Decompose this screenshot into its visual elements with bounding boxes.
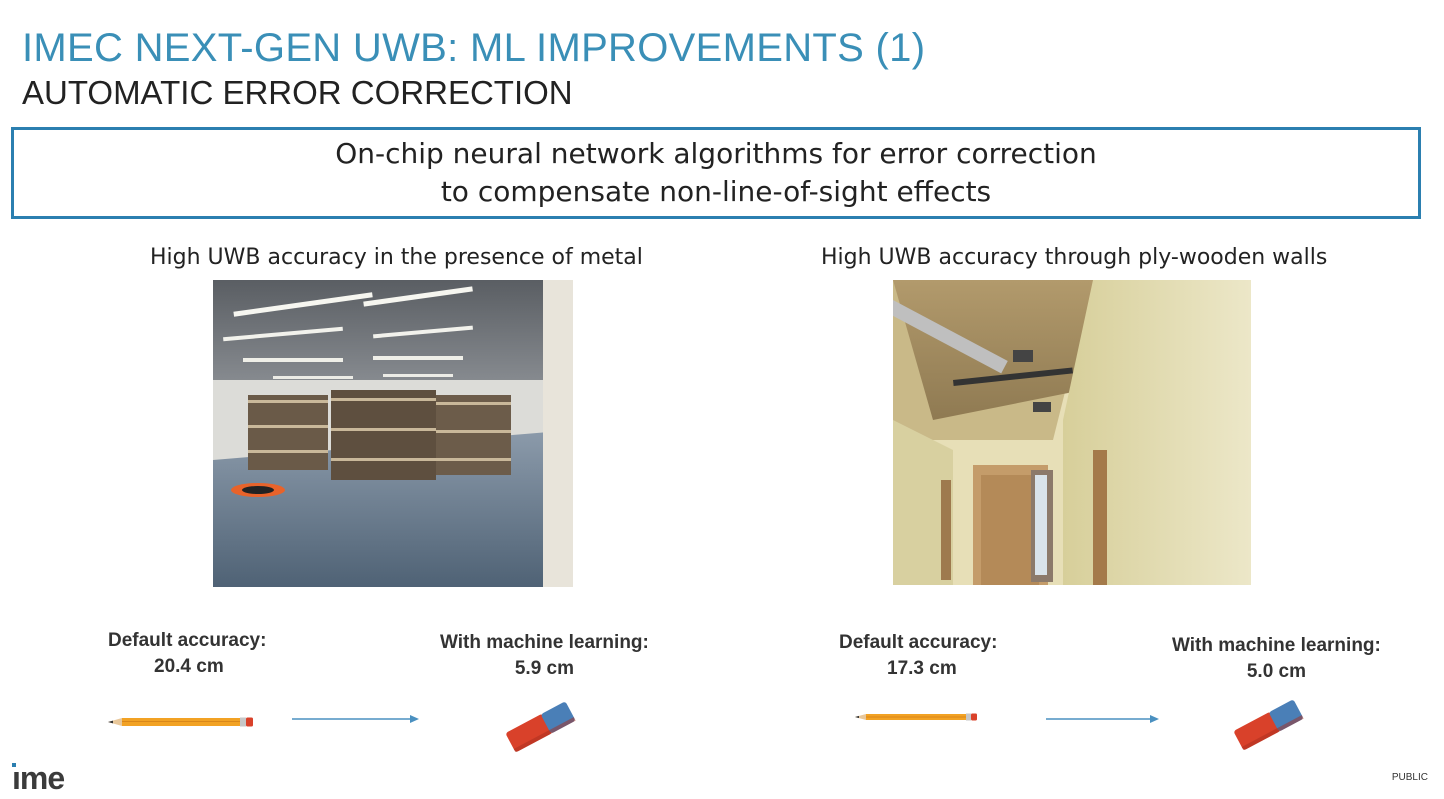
- left-default-value: 20.4 cm: [154, 656, 224, 677]
- right-default-value: 17.3 cm: [887, 658, 957, 679]
- slide-title: IMEC NEXT-GEN UWB: ML IMPROVEMENTS (1): [22, 26, 926, 70]
- left-default-label: Default accuracy:: [108, 630, 267, 651]
- arrow-icon: [292, 715, 419, 723]
- left-ml-metric: With machine learning: 5.9 cm: [440, 630, 649, 682]
- left-default-metric: Default accuracy: 20.4 cm: [108, 628, 266, 680]
- warehouse-illustration: [213, 280, 573, 587]
- right-default-label: Default accuracy:: [839, 632, 998, 653]
- highlight-box: On-chip neural network algorithms for er…: [11, 127, 1421, 219]
- highlight-line-2: to compensate non-line-of-sight effects: [440, 175, 992, 208]
- right-ml-value: 5.0 cm: [1246, 661, 1306, 682]
- right-default-metric: Default accuracy: 17.3 cm: [839, 630, 997, 682]
- pencil-icon-right: [855, 713, 977, 721]
- right-ml-metric: With machine learning: 5.0 cm: [1172, 633, 1381, 685]
- warehouse-photo: [213, 280, 573, 587]
- slide-subtitle: AUTOMATIC ERROR CORRECTION: [22, 74, 573, 111]
- logo-accent: [12, 763, 16, 767]
- classification-label: PUBLIC: [1391, 772, 1428, 783]
- eraser-icon: [506, 702, 576, 752]
- imec-logo: ıme: [12, 760, 65, 796]
- highlight-line-1: On-chip neural network algorithms for er…: [335, 137, 1097, 170]
- right-ml-label: With machine learning:: [1172, 635, 1381, 656]
- right-caption: High UWB accuracy through ply-wooden wal…: [821, 245, 1328, 270]
- arrow-icon-right: [1046, 715, 1159, 723]
- eraser-icon-right: [1234, 700, 1304, 750]
- corridor-photo: [893, 280, 1251, 585]
- left-ml-value: 5.9 cm: [514, 658, 574, 679]
- pencil-icon: [108, 717, 253, 727]
- corridor-illustration: [893, 280, 1251, 585]
- left-caption: High UWB accuracy in the presence of met…: [150, 245, 643, 270]
- left-ml-label: With machine learning:: [440, 632, 649, 653]
